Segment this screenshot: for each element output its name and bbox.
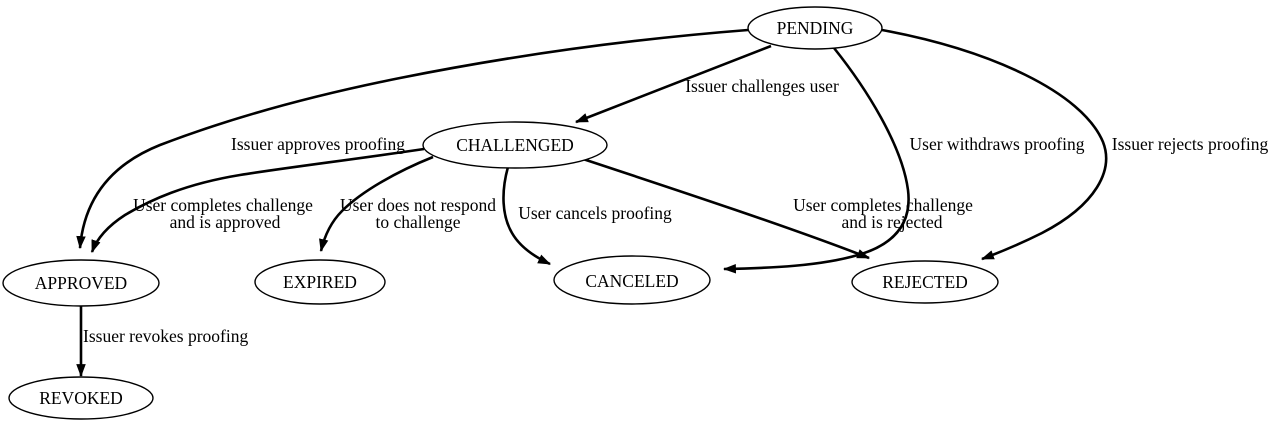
edge-challenged-rejected-arrow bbox=[582, 157, 871, 260]
edge-pending-rejected: Issuer rejects proofing bbox=[881, 28, 1269, 261]
expired-node-label: EXPIRED bbox=[283, 272, 357, 292]
challenged-node-label: CHALLENGED bbox=[456, 135, 574, 155]
edge-challenged-rejected: User completes challenge and is rejected bbox=[582, 157, 973, 260]
edge-pending-rejected-arrow bbox=[881, 28, 1108, 261]
edge-label-user-does-not-respond-line2: to challenge bbox=[375, 212, 460, 232]
edge-challenged-canceled-arrow bbox=[502, 166, 551, 266]
edge-challenged-approved-arrow bbox=[90, 147, 425, 254]
edge-label-user-completes-challenge-rejected-line2: and is rejected bbox=[841, 212, 942, 232]
state-node-challenged: CHALLENGED bbox=[422, 121, 608, 169]
state-node-canceled: CANCELED bbox=[553, 255, 711, 305]
edge-label-user-cancels-proofing: User cancels proofing bbox=[518, 203, 672, 223]
edge-label-issuer-approves-proofing: Issuer approves proofing bbox=[231, 134, 405, 154]
edge-challenged-approved: User completes challenge and is approved bbox=[90, 147, 425, 254]
edge-pending-challenged: Issuer challenges user bbox=[574, 44, 839, 124]
edge-label-user-completes-challenge-approved-line2: and is approved bbox=[170, 212, 281, 232]
edge-label-issuer-rejects-proofing: Issuer rejects proofing bbox=[1112, 134, 1269, 154]
node-group: PENDING CHALLENGED APPROVED EXPIRED CANC… bbox=[2, 6, 999, 420]
revoked-node-label: REVOKED bbox=[39, 388, 123, 408]
approved-node-ellipse bbox=[2, 259, 160, 307]
challenged-node-ellipse bbox=[422, 121, 608, 169]
edge-label-issuer-challenges-user: Issuer challenges user bbox=[685, 76, 839, 96]
approved-node-label: APPROVED bbox=[35, 273, 127, 293]
rejected-node-ellipse bbox=[851, 260, 999, 304]
edge-challenged-canceled: User cancels proofing bbox=[502, 166, 672, 266]
expired-node-ellipse bbox=[254, 259, 386, 305]
state-node-expired: EXPIRED bbox=[254, 259, 386, 305]
edge-label-issuer-revokes-proofing: Issuer revokes proofing bbox=[83, 326, 248, 346]
edge-pending-challenged-arrow bbox=[574, 44, 772, 124]
edge-pending-approved-arrow bbox=[76, 28, 749, 250]
edge-challenged-expired: User does not respond to challenge bbox=[319, 155, 496, 253]
canceled-node-label: CANCELED bbox=[585, 271, 678, 291]
edge-challenged-expired-arrow bbox=[319, 155, 434, 253]
state-node-pending: PENDING bbox=[747, 6, 883, 50]
state-node-rejected: REJECTED bbox=[851, 260, 999, 304]
state-node-approved: APPROVED bbox=[2, 259, 160, 307]
edge-pending-canceled: User withdraws proofing bbox=[722, 47, 1085, 274]
edge-label-user-withdraws-proofing: User withdraws proofing bbox=[910, 134, 1085, 154]
edge-label-user-completes-challenge-rejected-line1: User completes challenge bbox=[793, 195, 973, 215]
edge-label-user-completes-challenge-approved-line1: User completes challenge bbox=[133, 195, 313, 215]
edge-pending-canceled-arrow bbox=[722, 47, 910, 274]
state-node-revoked: REVOKED bbox=[8, 376, 154, 420]
canceled-node-ellipse bbox=[553, 255, 711, 305]
edge-approved-revoked: Issuer revokes proofing bbox=[76, 306, 248, 378]
rejected-node-label: REJECTED bbox=[882, 272, 968, 292]
edge-group: Issuer challenges user Issuer approves p… bbox=[76, 28, 1269, 378]
pending-node-label: PENDING bbox=[777, 18, 854, 38]
edge-label-user-does-not-respond-line1: User does not respond bbox=[340, 195, 496, 215]
edge-pending-approved: Issuer approves proofing bbox=[76, 28, 749, 250]
pending-node-ellipse bbox=[747, 6, 883, 50]
revoked-node-ellipse bbox=[8, 376, 154, 420]
